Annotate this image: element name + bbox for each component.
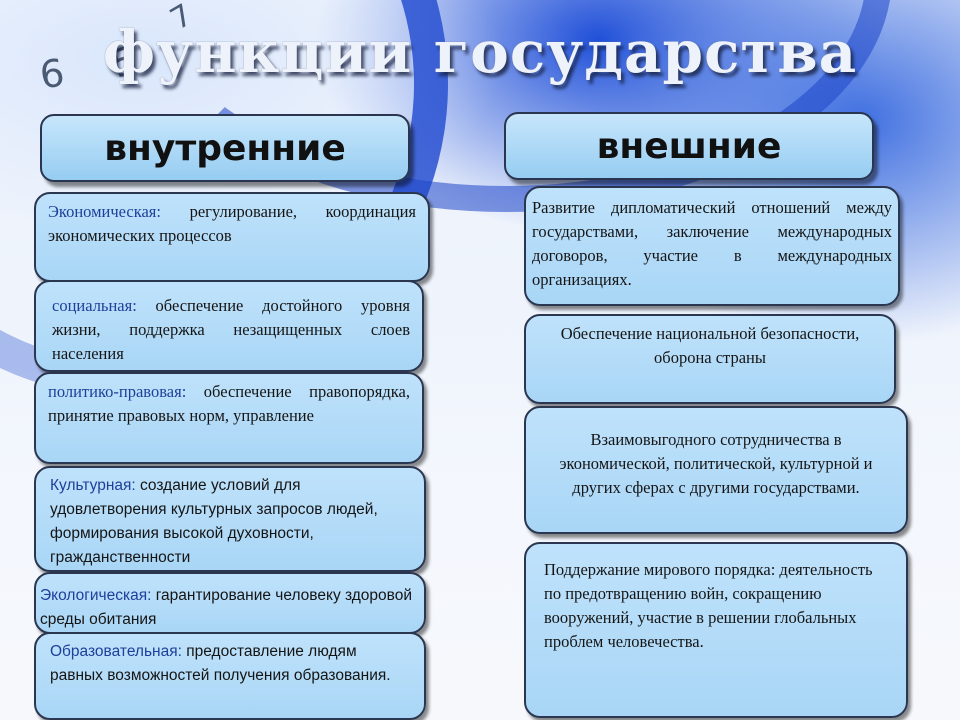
item-keyword: Экологическая: xyxy=(40,587,152,604)
item-text: регулирование, координация экономических… xyxy=(48,202,416,245)
item-text: обеспечение правопорядка, принятие право… xyxy=(48,382,410,425)
item-keyword: Культурная: xyxy=(50,477,136,494)
item-keyword: Образовательная: xyxy=(50,643,182,660)
item-text: гарантирование человеку здоровой среды о… xyxy=(40,587,413,628)
item-text: предоставление людям равных возможностей… xyxy=(50,643,391,684)
internal-item-political-legal: политико-правовая: обеспечение правопоря… xyxy=(34,372,424,464)
external-item-diplomacy: Развитие дипломатический отношений между… xyxy=(524,186,900,306)
internal-item-educational: Образовательная: предоставление людям ра… xyxy=(34,632,426,720)
internal-item-economic: Экономическая: регулирование, координаци… xyxy=(34,192,430,282)
external-heading: внешние xyxy=(504,112,874,180)
internal-item-ecological: Экологическая: гарантирование человеку з… xyxy=(34,572,426,634)
item-keyword: социальная: xyxy=(52,296,137,315)
internal-heading: внутренние xyxy=(40,114,410,182)
internal-item-cultural: Культурная: создание условий для удовлет… xyxy=(34,466,426,572)
external-item-security: Обеспечение национальной безопасности, о… xyxy=(524,314,896,404)
item-text: обеспечение достойного уровня жизни, под… xyxy=(52,296,410,363)
slide-title: функции государства xyxy=(102,18,858,86)
external-item-world-order: Поддержание мирового порядка: деятельнос… xyxy=(524,542,908,718)
internal-item-social: социальная: обеспечение достойного уровн… xyxy=(34,280,424,372)
external-item-cooperation: Взаимовыгодного сотрудничества в экономи… xyxy=(524,406,908,534)
item-keyword: политико-правовая: xyxy=(48,382,187,401)
item-text: создание условий для удовлетворения куль… xyxy=(50,477,378,566)
item-keyword: Экономическая: xyxy=(48,202,161,221)
